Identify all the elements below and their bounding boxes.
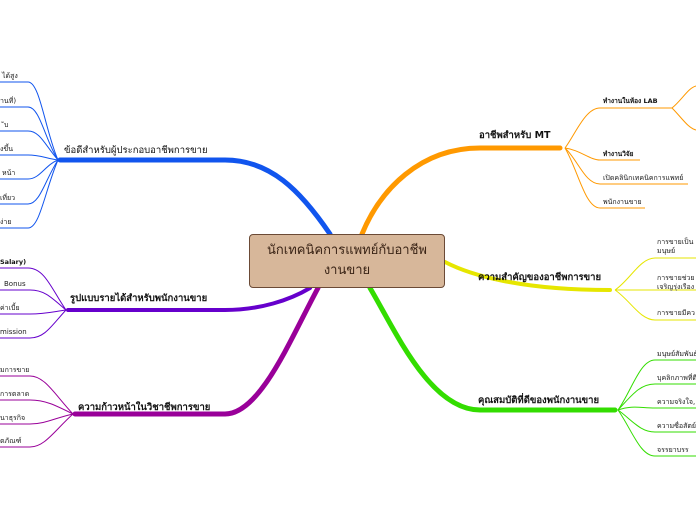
progress-item-4[interactable]: ตภัณฑ์ (0, 437, 22, 445)
importance-item-1[interactable]: การขายเป็น มนุษย์ (657, 238, 694, 255)
central-topic-label: นักเทคนิคการแพทย์กับอาชีพงานขาย (267, 243, 427, 278)
careers-item-research[interactable]: ทำงานวิจัย (603, 150, 634, 158)
qualities-item-5[interactable]: จรรยาบรร (657, 446, 689, 454)
salary-item-3[interactable]: ค่าเบี้ย (0, 304, 20, 312)
advantages-item-5[interactable]: หน้า (2, 169, 16, 177)
advantages-item-7[interactable]: ง่าย (0, 218, 12, 226)
salary-item-2[interactable]: Bonus (4, 280, 26, 288)
central-topic[interactable]: นักเทคนิคการแพทย์กับอาชีพงานขาย (249, 234, 445, 288)
advantages-item-6[interactable]: เที่ยว (0, 194, 16, 202)
branch-advantages-connector (57, 157, 333, 237)
advantages-item-4[interactable]: ุงขึ้น (0, 145, 13, 153)
branch-progress[interactable]: ความก้าวหน้าในวิชาชีพการขาย (78, 402, 211, 413)
branch-salary-connector (66, 286, 312, 312)
qualities-item-2[interactable]: บุคลิกภาพที่ดี (657, 374, 696, 382)
progress-item-1[interactable]: มการขาย (0, 366, 30, 374)
branch-careers-connector (359, 145, 563, 237)
careers-item-lab[interactable]: ทำงานในห้อง LAB (603, 97, 658, 105)
advantages-item-2[interactable]: านที่) (0, 97, 17, 105)
progress-item-3[interactable]: นาธุรกิจ (0, 414, 26, 422)
branch-progress-connector (72, 285, 321, 417)
branch-importance-connector (443, 260, 612, 292)
branch-qualities[interactable]: คุณสมบัติที่ดีของพนักงานขาย (478, 395, 600, 406)
branch-qualities-connector (367, 285, 618, 413)
importance-item-2[interactable]: การขายช่วย เจริญรุ่งเรือง (657, 274, 695, 291)
branch-salary[interactable]: รูปแบบรายได้สำหรับพนักงานขาย (70, 293, 208, 304)
careers-item-clinic[interactable]: เปิดคลินิกเทคนิคการแพทย์ (603, 174, 684, 182)
qualities-item-3[interactable]: ความจริงใจ, (657, 398, 696, 406)
branch-advantages[interactable]: ข้อดีสำหรับผู้ประกอบอาชีพการขาย (64, 145, 208, 156)
salary-item-4[interactable]: mission (0, 328, 27, 336)
qualities-item-1[interactable]: มนุษย์สัมพันธ์ (657, 350, 696, 358)
progress-item-2[interactable]: การตลาด (0, 390, 30, 398)
branch-careers[interactable]: อาชีพสำหรับ MT (479, 130, 551, 141)
importance-item-3[interactable]: การขายมีคว (657, 309, 695, 317)
salary-item-1[interactable]: Salary) (0, 258, 27, 266)
qualities-item-4[interactable]: ความซื่อสัตย์ (657, 422, 696, 430)
advantages-item-1[interactable]: ได้สูง (2, 72, 18, 80)
branch-importance[interactable]: ความสำคัญของอาชีพการขาย (478, 272, 602, 283)
careers-item-sales[interactable]: พนักงานขาย (603, 198, 642, 206)
advantages-item-3[interactable]: ับ (4, 121, 9, 129)
